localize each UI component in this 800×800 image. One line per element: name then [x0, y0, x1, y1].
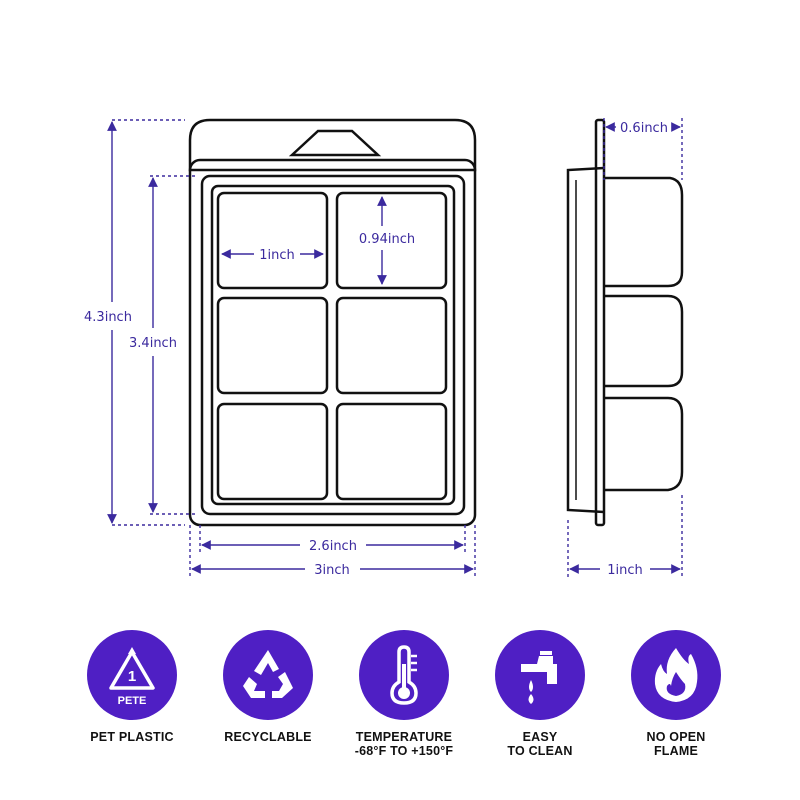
hang-tab-outline: [188, 118, 477, 172]
side-cavity-3: [604, 396, 684, 492]
side-flange: [594, 118, 606, 527]
feature-label: EASY TO CLEAN: [507, 730, 573, 758]
pete-badge-text: PETE: [118, 695, 147, 707]
thermometer-icon: [359, 630, 449, 720]
feature-label: TEMPERATURE -68°F TO +150°F: [354, 730, 454, 758]
outer-flange: [188, 158, 477, 527]
side-dimensions: [567, 118, 683, 578]
feature-pet-plastic: 1 PETE PET PLASTIC: [67, 630, 197, 744]
cavity-1: [216, 191, 329, 290]
cavity-6: [335, 402, 448, 501]
feature-label: NO OPEN FLAME: [646, 730, 706, 758]
cavity-2: [335, 191, 448, 290]
cavity-5: [216, 402, 329, 501]
dim-total-width: 3inch: [314, 563, 350, 578]
dim-inner-width: 2.6inch: [309, 539, 357, 554]
side-cavity-1: [604, 176, 684, 288]
cavity-tray: [210, 184, 456, 506]
hang-hole: [288, 129, 382, 157]
front-dimensions: [107, 119, 476, 578]
cavity-3: [216, 296, 329, 395]
side-view: [566, 118, 684, 527]
side-base: [566, 166, 605, 514]
feature-label: PET PLASTIC: [90, 730, 174, 744]
inner-rim: [200, 174, 466, 516]
flame-icon: [631, 630, 721, 720]
side-cavity-2: [604, 294, 684, 388]
faucet-icon: [495, 630, 585, 720]
dim-total-depth: 1inch: [607, 563, 643, 578]
pete-recycle-icon: 1 PETE: [87, 630, 177, 720]
feature-temperature: TEMPERATURE -68°F TO +150°F: [339, 630, 469, 758]
front-view: [188, 118, 477, 527]
cavity-4: [335, 296, 448, 395]
recycle-icon: [223, 630, 313, 720]
pete-badge-number: 1: [128, 668, 136, 685]
dim-cavity-depth: 0.94inch: [359, 232, 415, 247]
dim-cavity-width: 1inch: [259, 248, 295, 263]
feature-recyclable: RECYCLABLE: [203, 630, 333, 744]
feature-no-open-flame: NO OPEN FLAME: [611, 630, 741, 758]
dim-cavity-height: 3.4inch: [129, 336, 177, 351]
dim-total-height: 4.3inch: [84, 310, 132, 325]
dim-flange-depth: 0.6inch: [620, 121, 668, 136]
feature-easy-to-clean: EASY TO CLEAN: [475, 630, 605, 758]
feature-label: RECYCLABLE: [224, 730, 312, 744]
